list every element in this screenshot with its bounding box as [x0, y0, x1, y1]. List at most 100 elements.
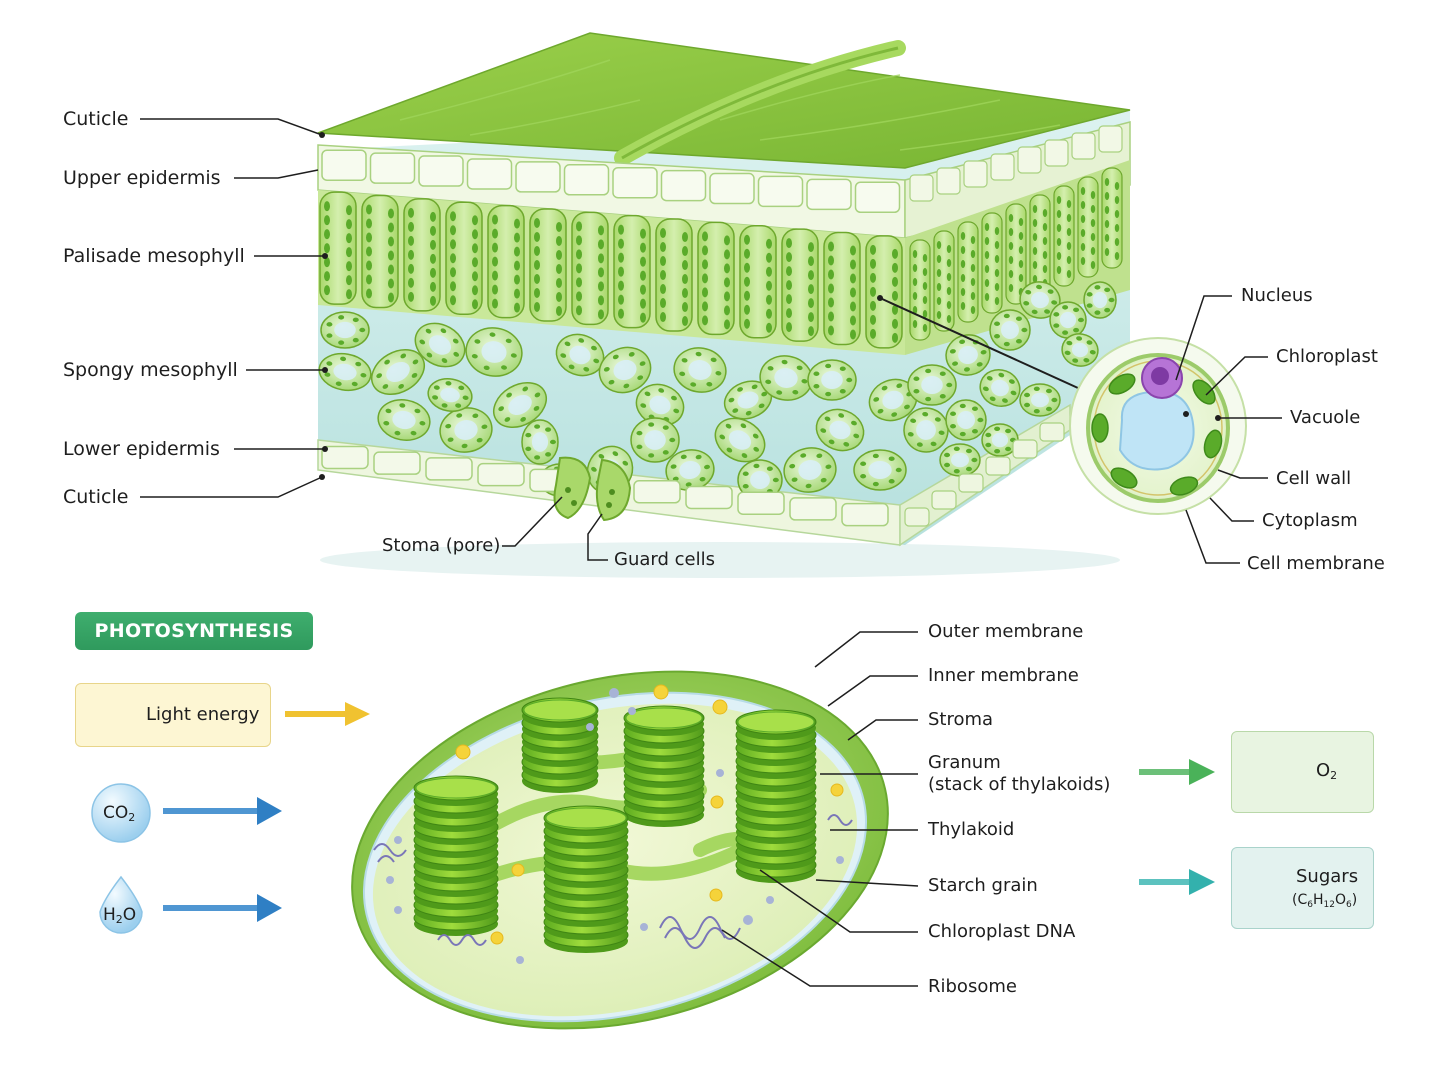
label-cytoplasm: Cytoplasm: [1262, 510, 1358, 531]
spongy-cell: [783, 447, 837, 493]
label-co2: CO2: [103, 802, 135, 829]
palisade-cell: [613, 214, 651, 329]
spongy-cell: [371, 348, 425, 396]
spongy-cell: [939, 443, 981, 477]
granum-stack: [413, 775, 499, 936]
sugars-output-box: [1231, 847, 1374, 929]
h2o-arrow: [163, 894, 282, 922]
palisade-cell: [319, 191, 357, 305]
palisade-cell: [823, 231, 861, 346]
lower-epidermis-cell: [789, 497, 837, 521]
lower-epidermis-cell: [841, 502, 889, 527]
spongy-cell: [465, 327, 523, 377]
spongy-cell: [320, 311, 370, 349]
photosynthesis-badge: PHOTOSYNTHESIS: [75, 612, 313, 650]
chloroplast-dna: [373, 814, 853, 949]
palisade-cell: [909, 239, 931, 341]
leaf-cross-section: [317, 32, 1131, 578]
co2-main: CO: [103, 803, 129, 823]
nucleolus: [1151, 367, 1169, 385]
palisade-cell: [865, 235, 903, 349]
spongy-cell: [853, 449, 907, 491]
granum-stack: [735, 709, 817, 883]
leaf-veins: [399, 59, 1061, 151]
label-cuticle-bottom: Cuticle: [63, 486, 129, 508]
spongy-cell: [555, 333, 605, 377]
spongy-cell: [1049, 301, 1087, 339]
label-nucleus: Nucleus: [1241, 285, 1313, 306]
lower-epidermis-cell: [321, 445, 369, 470]
spongy-cell: [1019, 383, 1061, 417]
spongy-cell: [981, 423, 1019, 457]
spongy-cell: [635, 383, 685, 427]
chloroplast-leader-lines: [721, 631, 919, 987]
palisade-cell: [445, 201, 483, 315]
label-light-energy: Light energy: [146, 704, 260, 725]
light-arrow: [285, 702, 370, 726]
label-spongy-mesophyll: Spongy mesophyll: [63, 359, 238, 381]
spongy-cell: [1061, 333, 1099, 367]
lower-epidermis-cell: [685, 485, 733, 510]
label-lower-epidermis: Lower epidermis: [63, 438, 220, 460]
h2o-h: H: [103, 905, 116, 925]
label-cell-membrane: Cell membrane: [1247, 553, 1385, 574]
palisade-cell: [1101, 167, 1123, 269]
label-upper-epidermis: Upper epidermis: [63, 167, 221, 189]
label-granum-detail: (stack of thylakoids): [928, 774, 1111, 795]
upper-epidermis-cell: [369, 152, 416, 184]
label-vacuole: Vacuole: [1290, 407, 1361, 428]
palisade-cell: [981, 212, 1003, 314]
spongy-cell: [521, 419, 559, 465]
palisade-cell: [1005, 203, 1027, 305]
label-cuticle-top: Cuticle: [63, 108, 129, 130]
label-o2: O2: [1316, 760, 1337, 787]
label-stoma: Stoma (pore): [382, 535, 501, 556]
chloroplast-illustration: [351, 670, 889, 1030]
spongy-cell: [737, 459, 783, 501]
palisade-cell: [361, 194, 399, 309]
label-stroma: Stroma: [928, 709, 994, 730]
photosynthesis-title: PHOTOSYNTHESIS: [94, 620, 294, 642]
spongy-cell: [815, 408, 865, 452]
upper-epidermis-cell: [854, 181, 901, 213]
co2-subscript: 2: [128, 811, 136, 824]
spongy-cell: [318, 352, 372, 392]
lower-epidermis-cells: [321, 422, 1065, 527]
spongy-cell: [868, 378, 918, 422]
spongy-cell: [414, 322, 466, 368]
upper-epidermis-cell: [418, 155, 464, 187]
zoom-line: [879, 297, 1079, 389]
label-cell-wall: Cell wall: [1276, 468, 1352, 489]
label-ribosome: Ribosome: [928, 976, 1017, 997]
lower-epidermis-cell: [633, 480, 681, 504]
palisade-cell: [957, 221, 979, 323]
leaf-leader-lines: [140, 118, 608, 561]
spongy-cell: [377, 399, 431, 441]
spongy-cell: [979, 369, 1021, 407]
palisade-cell: [529, 208, 567, 322]
label-outer-membrane: Outer membrane: [928, 621, 1084, 642]
spongy-cell: [1083, 281, 1117, 319]
spongy-cell: [989, 309, 1031, 351]
o2-subscript: 2: [1330, 769, 1338, 782]
upper-epidermis-cell: [757, 175, 804, 208]
upper-epidermis-cell: [466, 158, 513, 190]
label-guard-cells: Guard cells: [614, 549, 715, 570]
spongy-cell: [759, 355, 813, 401]
granum-stack: [543, 805, 629, 953]
plant-cell-illustration: [1069, 337, 1247, 515]
starch-grains: [455, 684, 844, 945]
palisade-cell: [1077, 176, 1099, 278]
label-starch-grain: Starch grain: [928, 875, 1038, 896]
h2o-o: O: [122, 905, 137, 925]
palisade-cell: [655, 218, 693, 332]
co2-arrow: [163, 797, 282, 825]
leaf-shadow: [320, 542, 1120, 578]
spongy-cell: [714, 417, 766, 463]
label-chloroplast: Chloroplast: [1276, 346, 1378, 367]
spongy-cell: [903, 407, 949, 453]
label-thylakoid: Thylakoid: [928, 819, 1015, 840]
spongy-cell: [665, 449, 715, 491]
spongy-cell: [427, 378, 473, 412]
